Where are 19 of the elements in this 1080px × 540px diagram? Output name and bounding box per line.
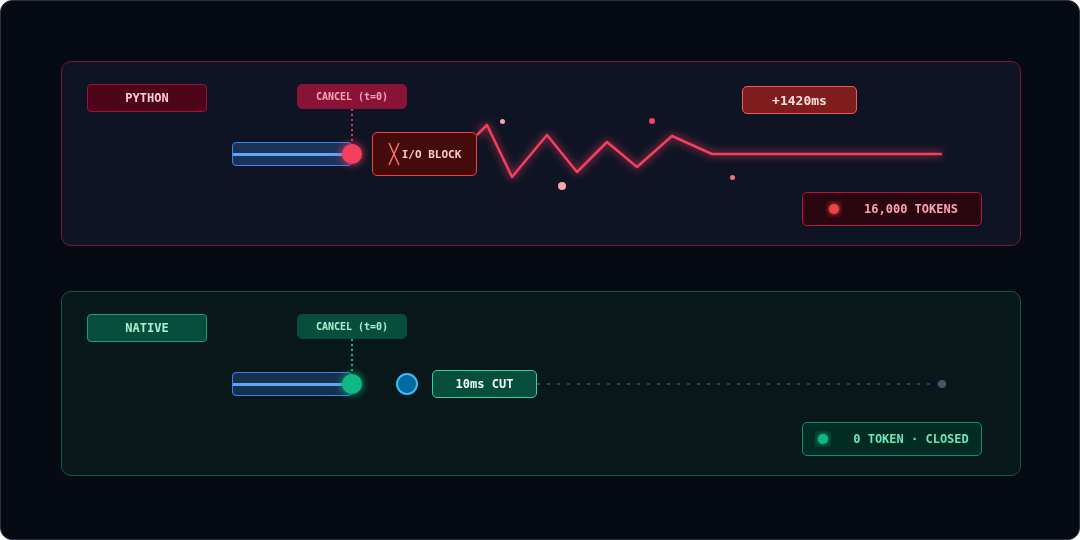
latency-badge: +1420ms <box>742 86 857 114</box>
status-pill <box>802 422 982 456</box>
section-badge: PYTHON <box>87 84 207 112</box>
blocked-step-box <box>372 132 477 176</box>
dotted-timeline <box>536 380 946 388</box>
status-label: 16,000 TOKENS <box>864 202 958 216</box>
circle-marker <box>396 373 418 395</box>
cancel-tag: CANCEL (t=0) <box>297 84 407 109</box>
comparison-panel <box>61 61 1021 246</box>
cut-step-box: 10ms CUT <box>432 370 537 398</box>
step-label: I/O BLOCK <box>401 147 462 161</box>
cancel-tag: CANCEL (t=0) <box>297 314 407 339</box>
endpoint-dot <box>342 144 362 164</box>
comparison-panel <box>61 291 1021 476</box>
status-pill <box>802 192 982 226</box>
status-label: 0 TOKEN · CLOSED <box>853 432 969 446</box>
zigzag-signal-line <box>476 123 942 179</box>
section-badge: NATIVE <box>87 314 207 342</box>
endpoint-dot <box>342 374 362 394</box>
